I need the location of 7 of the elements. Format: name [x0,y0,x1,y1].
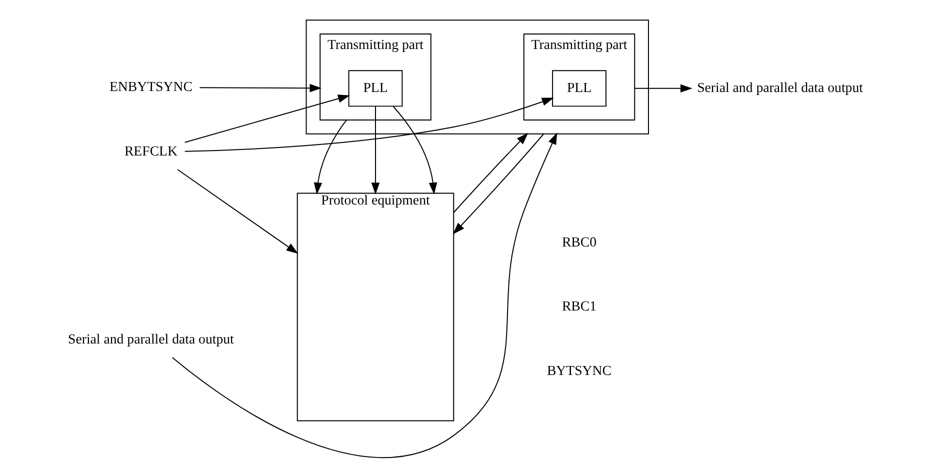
node-text: Serial and parallel data output [68,331,234,346]
node-text: ENBYTSYNC [108,79,192,94]
node-text: REFCLK [124,143,177,158]
label: RBC0 [561,234,596,250]
node-text: Serial and parallel data output [696,80,862,96]
label: BYTSYNC [546,362,612,378]
label: RBC1 [561,298,596,314]
